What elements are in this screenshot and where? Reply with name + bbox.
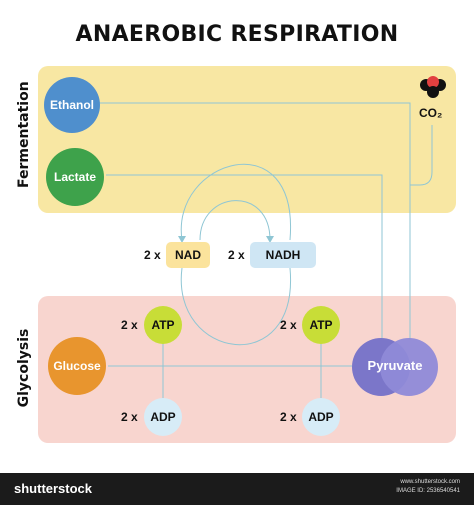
- image-credit: www.shutterstock.com IMAGE ID: 253654054…: [396, 478, 460, 496]
- atp-left-multiplier: 2 x: [121, 318, 138, 332]
- nadh-box: NADH: [250, 242, 316, 268]
- pyruvate-label: Pyruvate: [367, 358, 423, 373]
- co2-molecule-icon: [420, 76, 446, 98]
- nad-nadh-upper-loop: [180, 163, 291, 241]
- lactate-pyruvate-line: [106, 174, 383, 340]
- diagram-title: ANAEROBIC RESPIRATION: [75, 22, 399, 47]
- ethanol-pyruvate-line: [98, 102, 411, 340]
- footer-bar: shutterstock www.shutterstock.com IMAGE …: [0, 473, 474, 505]
- nad-nadh-inner-loop: [199, 200, 271, 241]
- brand-logo: shutterstock: [14, 481, 93, 496]
- nadh-multiplier: 2 x: [228, 248, 245, 262]
- adp-right-node: ADP: [302, 398, 340, 436]
- atp-right-node: ATP: [302, 306, 340, 344]
- credit-url: www.shutterstock.com: [400, 479, 460, 485]
- nad-box: NAD: [166, 242, 210, 268]
- adp-left-multiplier: 2 x: [121, 410, 138, 424]
- ethanol-node: Ethanol: [44, 77, 100, 133]
- lactate-node: Lactate: [46, 148, 104, 206]
- atp-left-node: ATP: [144, 306, 182, 344]
- fermentation-panel: [38, 66, 456, 213]
- nad-multiplier: 2 x: [144, 248, 161, 262]
- co2-line: [410, 125, 433, 186]
- atp-right-multiplier: 2 x: [280, 318, 297, 332]
- co2-label: CO₂: [419, 106, 443, 120]
- nad-nadh-lower-loop: [180, 267, 291, 346]
- glucose-node: Glucose: [48, 337, 106, 395]
- adp-left-node: ADP: [144, 398, 182, 436]
- pyruvate-node-right: [380, 338, 438, 396]
- credit-id: IMAGE ID: 2536540541: [396, 488, 460, 494]
- adp-right-multiplier: 2 x: [280, 410, 297, 424]
